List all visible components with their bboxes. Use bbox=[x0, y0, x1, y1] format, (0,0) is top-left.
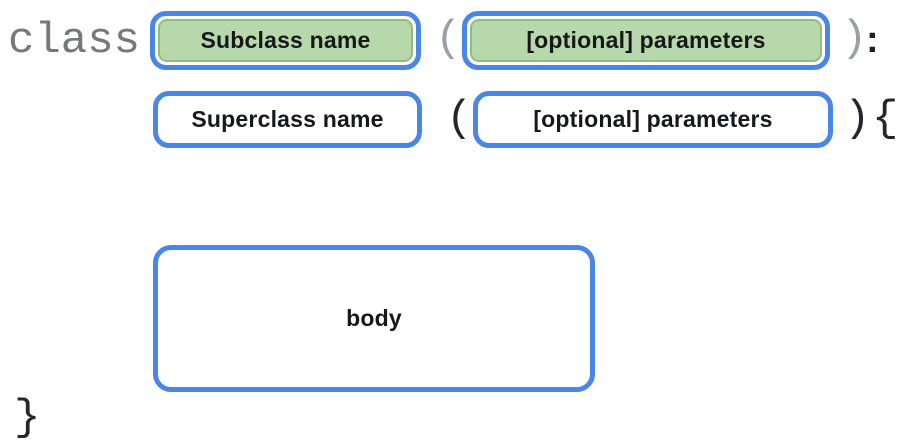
close-brace: } bbox=[14, 393, 41, 443]
row2-parameters-box: [optional] parameters bbox=[473, 91, 833, 148]
subclass-name-box: Subclass name bbox=[150, 11, 421, 70]
row2-open-paren: ( bbox=[446, 94, 473, 144]
row2-parameters-label: [optional] parameters bbox=[481, 99, 825, 140]
class-body-label: body bbox=[161, 253, 587, 384]
superclass-name-box: Superclass name bbox=[153, 91, 422, 148]
subclass-name-label: Subclass name bbox=[158, 19, 413, 62]
row1-parameters-label: [optional] parameters bbox=[470, 19, 822, 62]
superclass-name-label: Superclass name bbox=[161, 99, 414, 140]
class-keyword: class bbox=[8, 16, 141, 66]
row2-close-paren: ) bbox=[844, 94, 871, 144]
row1-parameters-box: [optional] parameters bbox=[462, 11, 830, 70]
class-body-box: body bbox=[153, 245, 595, 392]
row2-open-brace: { bbox=[872, 94, 899, 144]
row1-open-paren: ( bbox=[435, 14, 462, 64]
row1-close-paren: ) bbox=[841, 14, 868, 64]
row1-colon: : bbox=[866, 19, 879, 61]
